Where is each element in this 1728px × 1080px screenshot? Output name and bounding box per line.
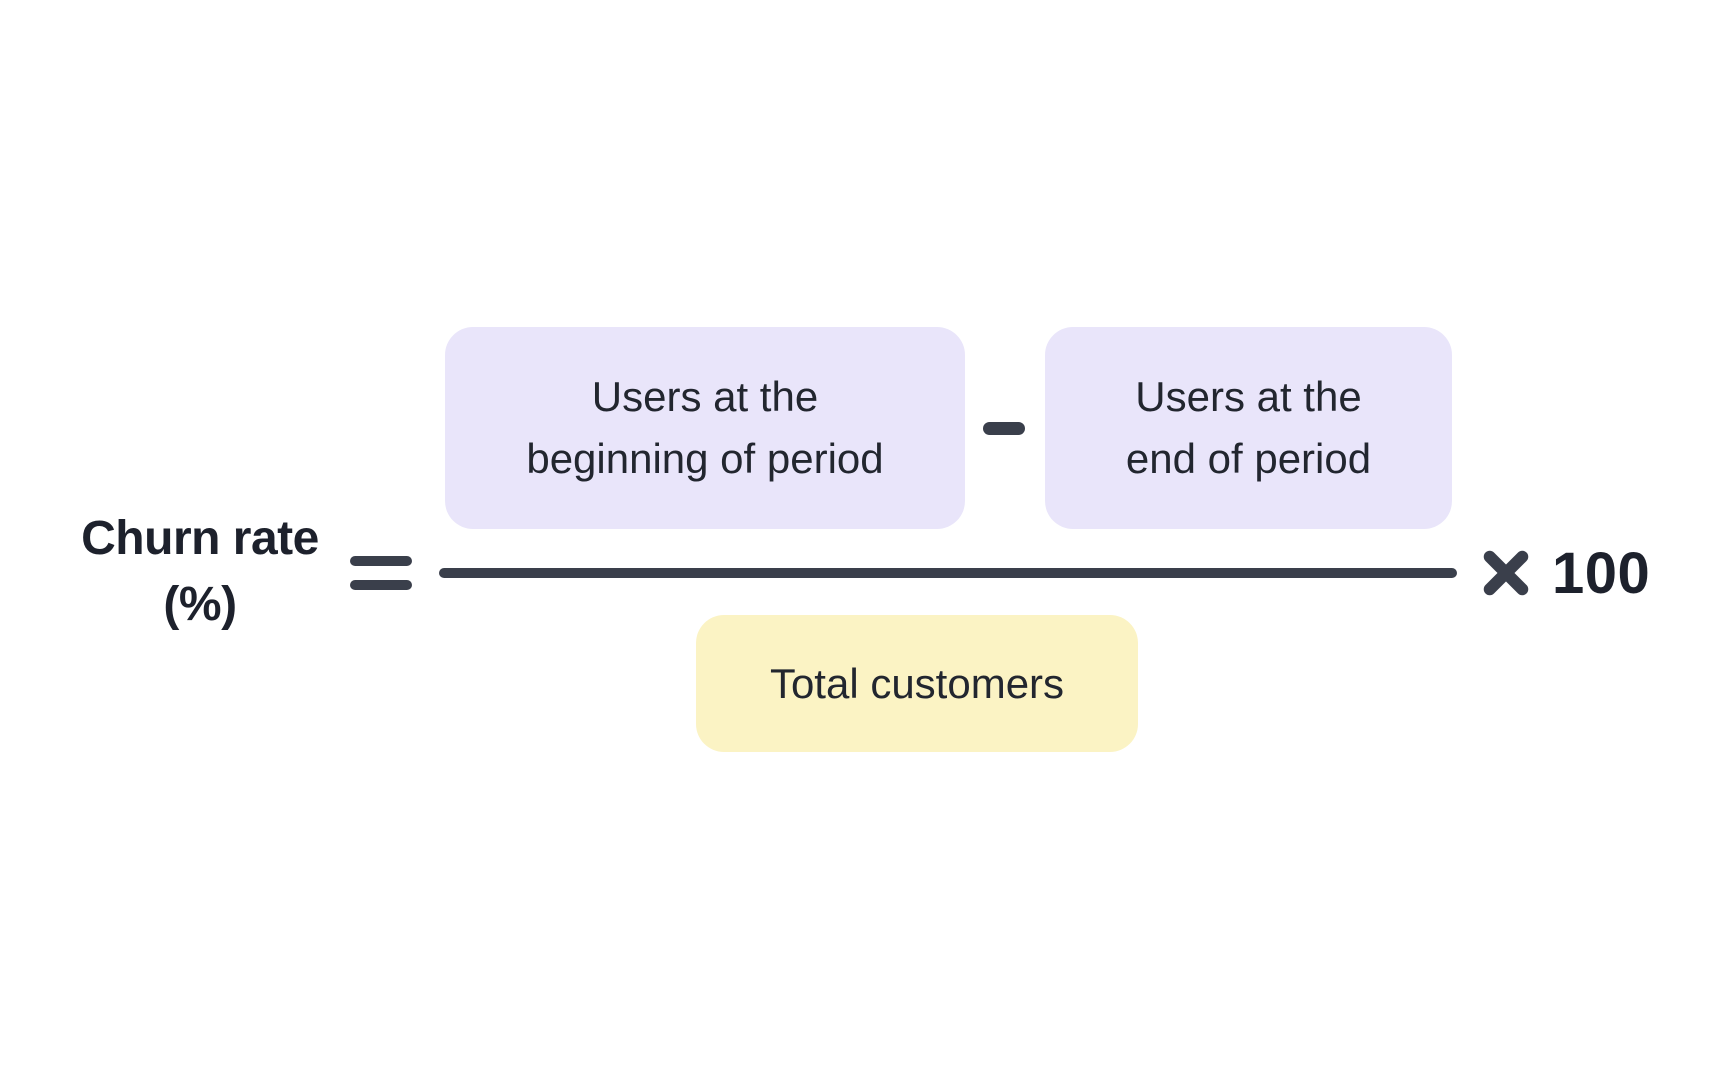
- denominator-label: Total customers: [769, 659, 1065, 707]
- multiplier-value: 100: [1552, 541, 1651, 606]
- formula-label-line2: (%): [163, 578, 237, 631]
- formula-label: Churn rate (%): [40, 506, 360, 638]
- equals-top-bar: [350, 556, 412, 566]
- equals-bottom-bar: [350, 580, 412, 590]
- numerator-minuend-box: Users at the beginning of period: [445, 327, 965, 529]
- minuend-label-line2: beginning of period: [526, 435, 884, 482]
- subtrahend-label-line2: end of period: [1125, 435, 1372, 482]
- subtrahend-label: Users at the end of period: [1126, 366, 1371, 490]
- formula-label-line1: Churn rate: [81, 512, 319, 565]
- multiply-icon: [1481, 548, 1531, 598]
- equals-icon: [350, 556, 412, 590]
- numerator-subtrahend-box: Users at the end of period: [1045, 327, 1452, 529]
- minuend-label-line1: Users at the: [591, 373, 819, 420]
- minus-icon: [983, 422, 1025, 435]
- denominator-box: Total customers: [696, 615, 1138, 752]
- fraction-bar: [439, 568, 1457, 578]
- minuend-label: Users at the beginning of period: [526, 366, 883, 490]
- subtrahend-label-line1: Users at the: [1135, 373, 1362, 420]
